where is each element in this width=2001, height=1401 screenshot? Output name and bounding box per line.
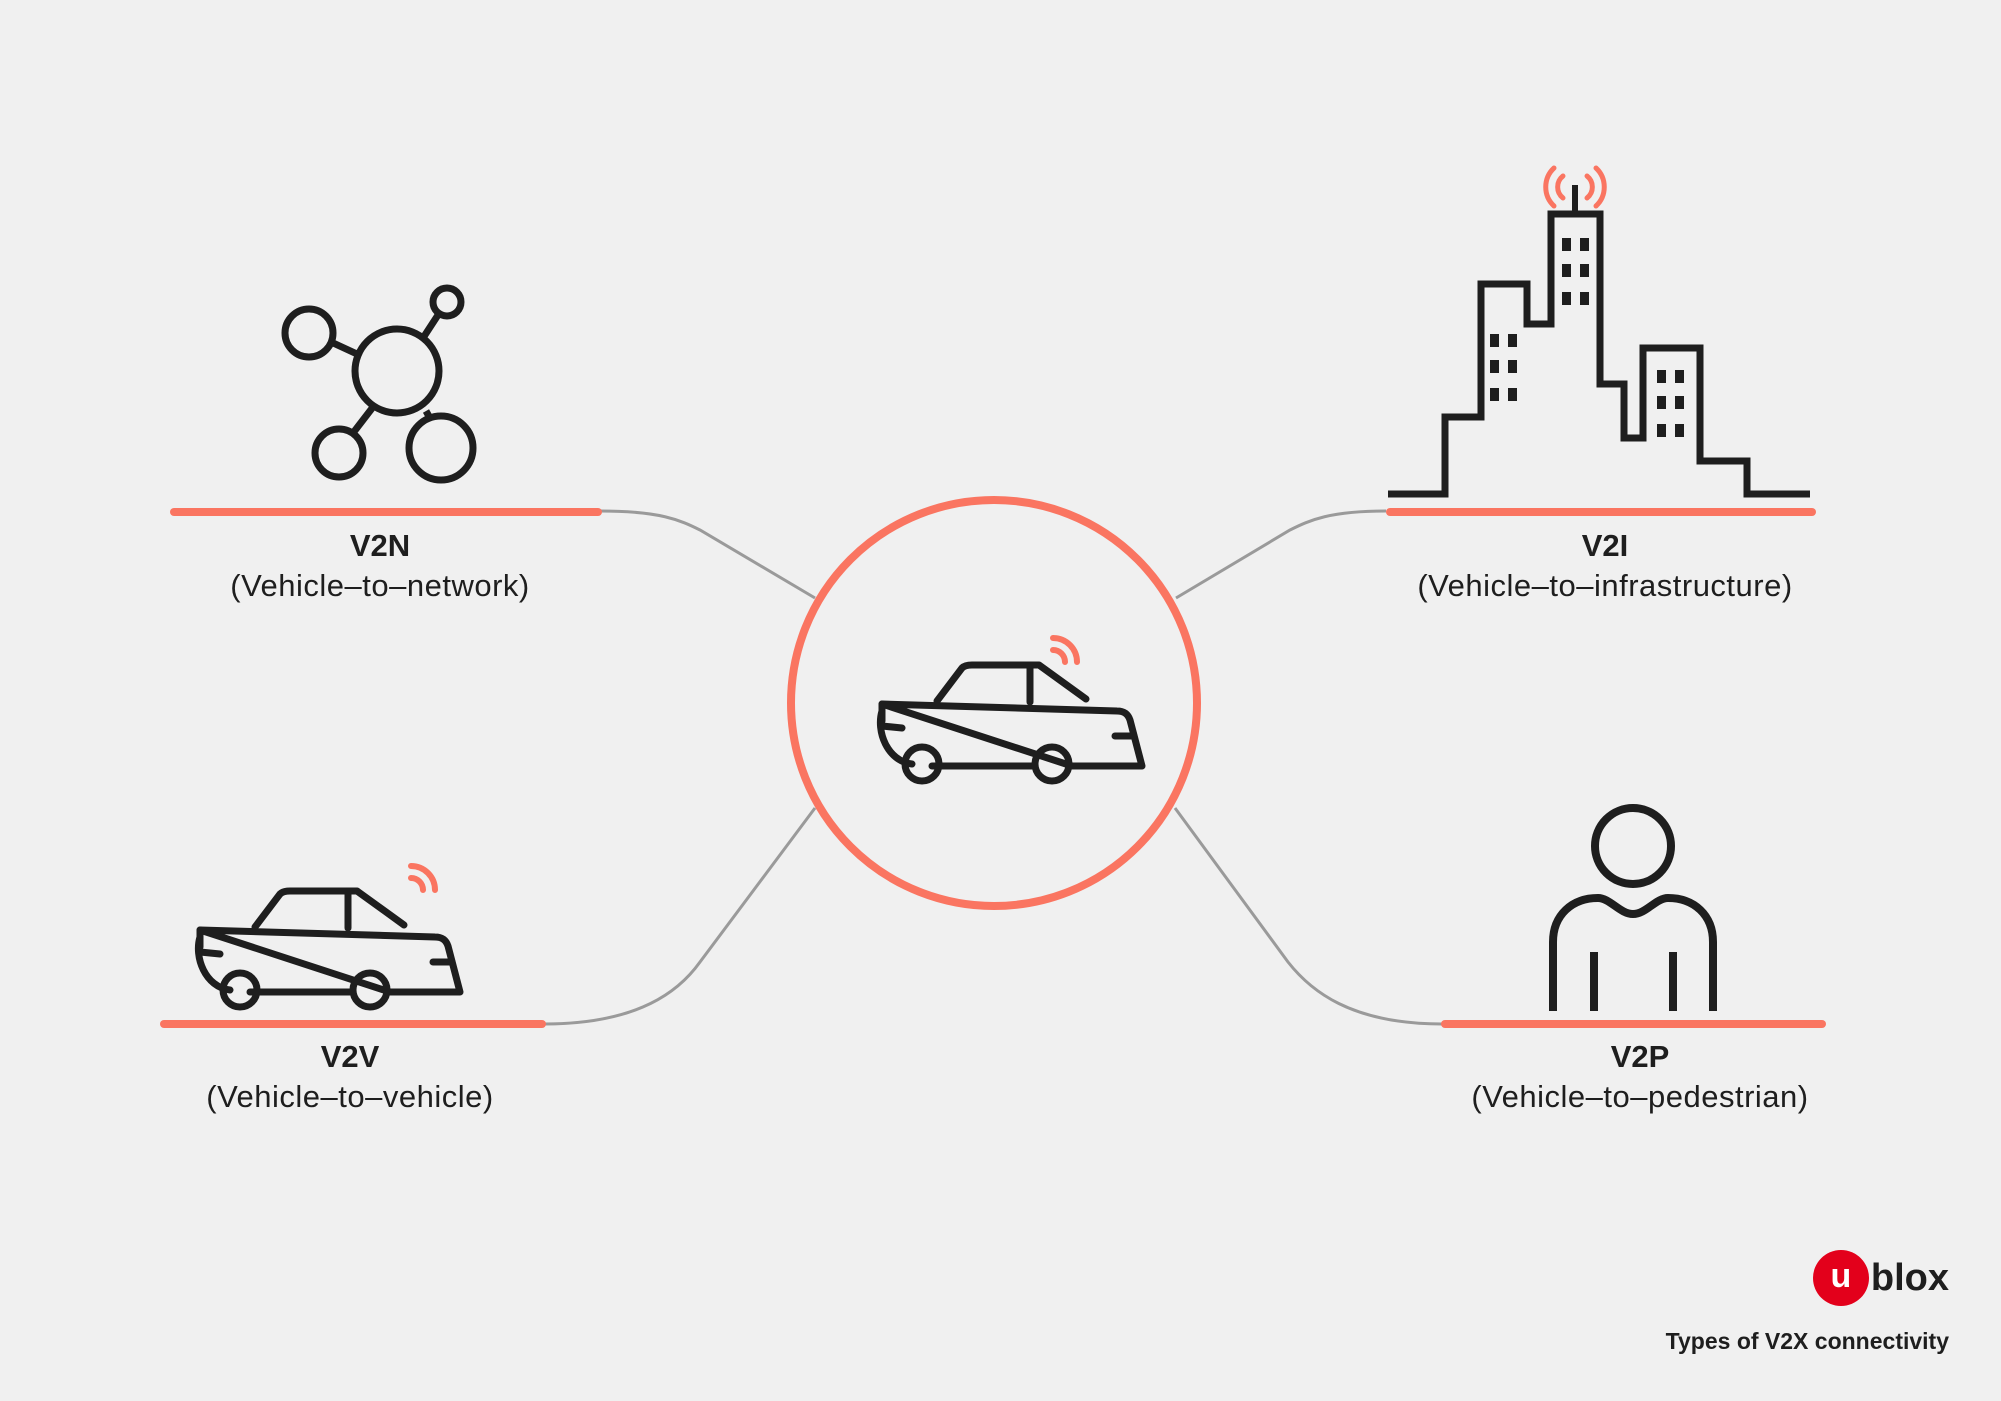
v2n-code: V2N [349, 528, 411, 563]
center-car-icon [880, 665, 1142, 781]
v2v-code: V2V [320, 1039, 380, 1074]
baselines [160, 508, 1826, 1028]
v2i-description: (Vehicle–to–infrastructure) [1417, 568, 1793, 603]
label-v2n: V2N (Vehicle–to–network) [200, 526, 560, 606]
brand-word: blox [1870, 1256, 1949, 1299]
brand-mark: u [1812, 1250, 1869, 1306]
v2n-description: (Vehicle–to–network) [230, 568, 530, 603]
connector-v2n [599, 509, 816, 600]
center-signal-icon [1053, 638, 1077, 662]
v2v-description: (Vehicle–to–vehicle) [206, 1079, 494, 1114]
v2v-car-icon [198, 891, 460, 1007]
label-v2i: V2I (Vehicle–to–infrastructure) [1355, 526, 1855, 606]
v2v-signal-icon [411, 866, 435, 890]
label-v2v: V2V (Vehicle–to–vehicle) [150, 1037, 550, 1117]
connectors [543, 509, 1443, 1026]
connector-v2p [1173, 807, 1443, 1026]
person-icon [1549, 804, 1717, 1011]
v2p-description: (Vehicle–to–pedestrian) [1471, 1079, 1809, 1114]
city-icon [1388, 165, 1810, 498]
center-ring [787, 496, 1201, 910]
antenna-signal-icon [1543, 165, 1607, 209]
brand-logo: u blox [1812, 1250, 1949, 1306]
v2p-code: V2P [1610, 1039, 1670, 1074]
v2i-code: V2I [1581, 528, 1629, 563]
caption: Types of V2X connectivity [1665, 1328, 1949, 1354]
label-v2p: V2P (Vehicle–to–pedestrian) [1420, 1037, 1860, 1117]
network-icon [281, 284, 477, 484]
connector-v2i [1175, 509, 1387, 600]
connector-v2v [543, 807, 817, 1026]
